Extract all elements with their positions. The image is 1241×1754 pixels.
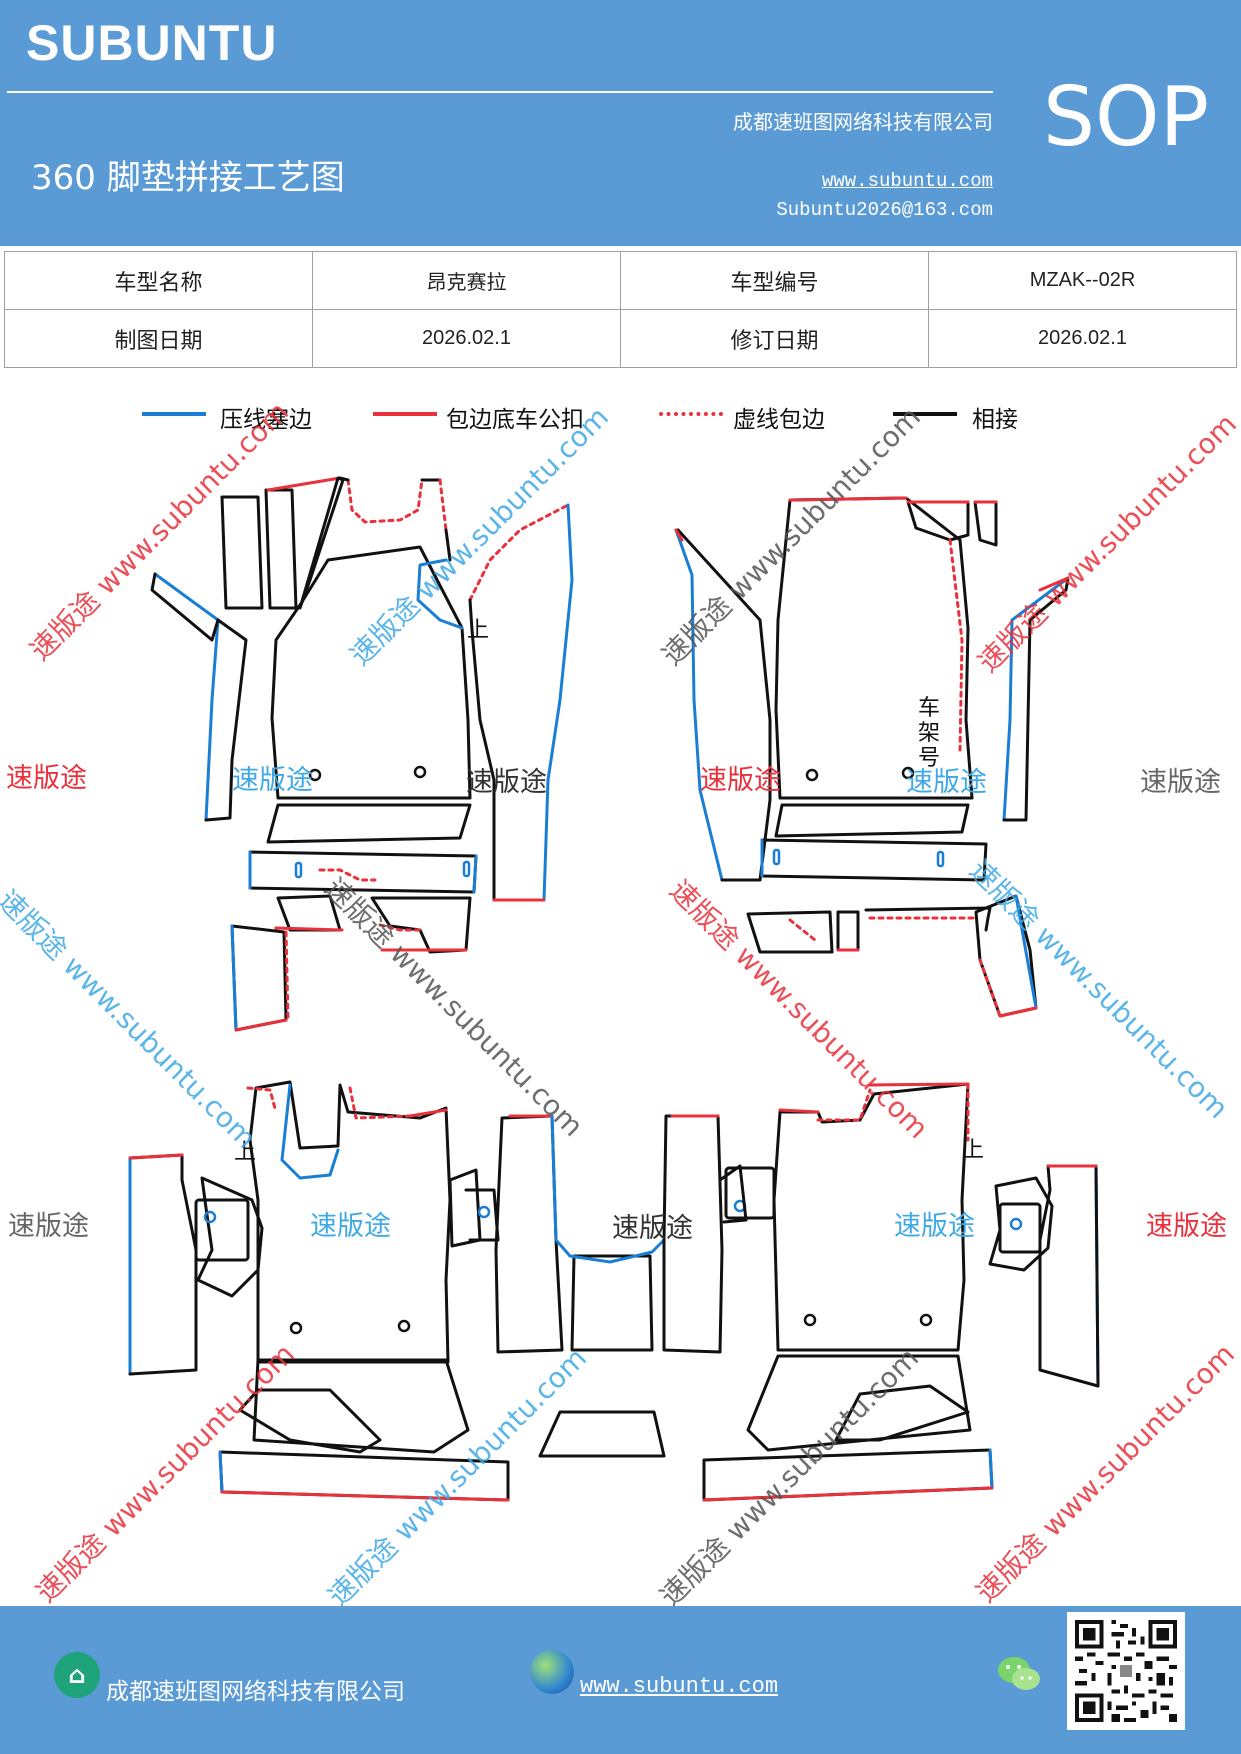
mat-tr-long-bar [760, 838, 988, 882]
watermark-logo: 速版途 [466, 767, 547, 798]
header-divider [7, 91, 993, 93]
globe-icon [530, 1650, 574, 1694]
legend-blue-line [142, 412, 206, 416]
building-icon: ⌂ [54, 1652, 100, 1698]
mat-br-wedge [834, 1384, 970, 1442]
watermark-logo: 速版途 [1146, 1211, 1227, 1242]
watermark-logo: 速版途 [1140, 767, 1221, 798]
mat-bl-wedge [238, 1388, 382, 1454]
mat-br-main [772, 1082, 970, 1352]
floor-mat-diagram: .k { stroke:#111; stroke-width:3; } .b {… [128, 476, 1100, 1502]
mat-group-top-right [674, 496, 1070, 1018]
mat-tr-bottom-1 [746, 910, 834, 954]
mat-group-bottom-right [702, 1082, 1100, 1502]
legend-dotted-line [659, 412, 723, 416]
legend-blue-label: 压线塞边 [220, 407, 312, 433]
mat-br-bracket [988, 1176, 1054, 1272]
mark-up-3: 上 [962, 1138, 985, 1163]
mat-tr-bottom-2 [836, 910, 860, 952]
qr-code-icon [1067, 1612, 1185, 1730]
mat-tr-bottom-3 [864, 906, 992, 932]
mat-tr-top-small-2 [973, 500, 998, 547]
mat-tr-left-blue-strip [674, 528, 724, 882]
mark-up-1: 上 [467, 618, 490, 643]
mat-tr-lower-trapezoid [774, 803, 970, 838]
legend: 压线塞边 包边底车公扣 虚线包边 相接 [0, 402, 1241, 438]
mat-right-blue-strip [542, 503, 574, 902]
watermark-logo: 速版途 [8, 1211, 89, 1242]
mat-top-edge-1 [266, 476, 342, 492]
watermark-logo: 速版途 [700, 765, 781, 796]
mark-up-2: 上 [234, 1140, 257, 1165]
mat-tr-center-main [774, 496, 974, 800]
header-email[interactable]: Subuntu2026@163.com [776, 199, 993, 221]
mat-bl-trapezoid [252, 1358, 470, 1454]
mat-bc-center-tunnel [570, 1254, 654, 1352]
wechat-icon[interactable] [996, 1654, 1042, 1694]
watermark-logo: 速版途 [894, 1211, 975, 1242]
watermark-logo: 速版途 [310, 1211, 391, 1242]
mat-strip-2 [264, 488, 298, 610]
legend-black-label: 相接 [972, 407, 1018, 433]
mat-group-top-left [150, 476, 574, 1032]
model-code-value: MZAK--02R [928, 251, 1237, 310]
brand-logo: SUBUNTU [26, 15, 278, 71]
mat-bl-bracket [196, 1176, 264, 1298]
watermark-logo: 速版途 [6, 763, 87, 794]
footer-company: 成都速班图网络科技有限公司 [106, 1679, 405, 1705]
header-banner [0, 0, 1241, 246]
mat-group-bottom-left [128, 1080, 510, 1502]
model-name-label: 车型名称 [4, 251, 313, 310]
mat-bl-main [248, 1080, 452, 1364]
watermark-logo: 速版途 [232, 765, 313, 796]
vehicle-info-table: 车型名称 昂克赛拉 车型编号 MZAK--02R 制图日期 2026.02.1 … [4, 251, 1237, 368]
mat-lower-trapezoid [266, 803, 472, 844]
legend-red-label: 包边底车公扣 [446, 407, 584, 433]
revise-date-value: 2026.02.1 [928, 309, 1237, 368]
legend-black-line [893, 412, 957, 416]
mat-center-main [270, 545, 472, 800]
mat-strip-1 [220, 495, 264, 610]
mat-bc-small-trapezoid [538, 1410, 666, 1458]
frame-number-label: 车架号 [918, 696, 941, 771]
mat-blue-side-curve [416, 558, 464, 630]
legend-red-line [373, 412, 437, 416]
mat-tr-right-blue-strip [1002, 576, 1070, 822]
draw-date-label: 制图日期 [4, 309, 313, 368]
watermark-logo: 速版途 [612, 1213, 693, 1244]
draw-date-value: 2026.02.1 [312, 309, 621, 368]
revise-date-label: 修订日期 [620, 309, 929, 368]
mat-left-blue-edge [153, 572, 220, 822]
mat-group-bottom-center [494, 1114, 776, 1458]
mat-bl-right-small [448, 1168, 482, 1248]
legend-dotted-label: 虚线包边 [733, 407, 825, 433]
mat-bc-right-panel [662, 1114, 724, 1354]
watermark-logo: 速版途 [906, 767, 987, 798]
model-code-label: 车型编号 [620, 251, 929, 310]
sop-badge: SOP [1043, 70, 1210, 165]
header-company: 成都速班图网络科技有限公司 [733, 110, 993, 134]
mat-right-dotted-top [468, 503, 570, 602]
header-website-link[interactable]: www.subuntu.com [821, 170, 993, 192]
model-name-value: 昂克赛拉 [312, 251, 621, 310]
footer-website-link[interactable]: www.subuntu.com [580, 1674, 779, 1699]
mat-bottom-left-block [230, 924, 288, 1032]
mat-top-notch-dotted [346, 478, 424, 524]
mat-diagonal-panel [298, 476, 345, 610]
page-title: 360 脚垫拼接工艺图 [31, 158, 345, 198]
